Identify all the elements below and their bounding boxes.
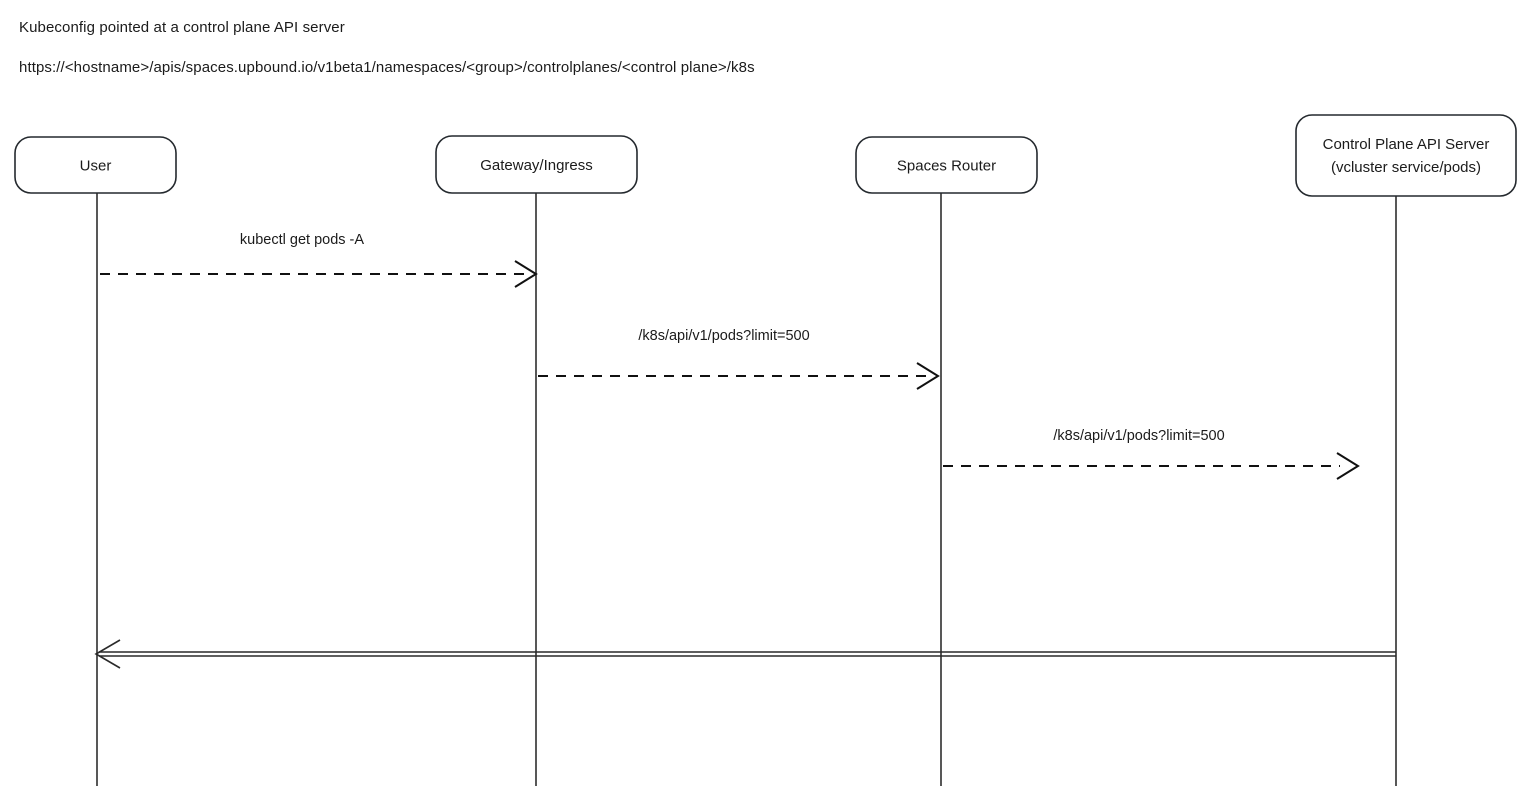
message-gateway-to-router[interactable]: /k8s/api/v1/pods?limit=500 xyxy=(538,328,940,390)
message-router-to-apiserver[interactable]: /k8s/api/v1/pods?limit=500 xyxy=(943,428,1360,480)
participant-user-label: User xyxy=(80,157,112,174)
participant-user[interactable]: User xyxy=(14,136,177,194)
participant-gateway[interactable]: Gateway/Ingress xyxy=(435,135,638,194)
participant-apiserver-box xyxy=(1295,114,1517,197)
participant-apiserver-label: Control Plane API Server xyxy=(1323,136,1490,153)
arrowhead-right-icon xyxy=(916,362,940,390)
message-kubectl-get-pods-label: kubectl get pods -A xyxy=(240,232,364,248)
message-router-to-apiserver-label: /k8s/api/v1/pods?limit=500 xyxy=(1053,428,1224,444)
arrowhead-right-icon xyxy=(1336,452,1360,480)
participant-gateway-label: Gateway/Ingress xyxy=(480,157,593,174)
message-gateway-to-router-label: /k8s/api/v1/pods?limit=500 xyxy=(638,328,809,344)
participant-router-box xyxy=(855,136,1038,194)
participant-user-box xyxy=(14,136,177,194)
message-response-to-user[interactable] xyxy=(94,639,1396,669)
note-kubeconfig-heading: Kubeconfig pointed at a control plane AP… xyxy=(19,19,345,36)
participant-router-label: Spaces Router xyxy=(897,157,996,174)
participant-apiserver[interactable]: Control Plane API Server (vcluster servi… xyxy=(1295,114,1517,197)
participant-apiserver-label-secondary: (vcluster service/pods) xyxy=(1331,159,1481,176)
message-kubectl-get-pods[interactable]: kubectl get pods -A xyxy=(100,232,538,288)
participant-gateway-box xyxy=(435,135,638,194)
arrowhead-left-icon xyxy=(94,639,121,669)
note-kubeconfig-url: https://<hostname>/apis/spaces.upbound.i… xyxy=(19,59,755,76)
arrowhead-right-icon xyxy=(514,260,538,288)
participant-router[interactable]: Spaces Router xyxy=(855,136,1038,194)
